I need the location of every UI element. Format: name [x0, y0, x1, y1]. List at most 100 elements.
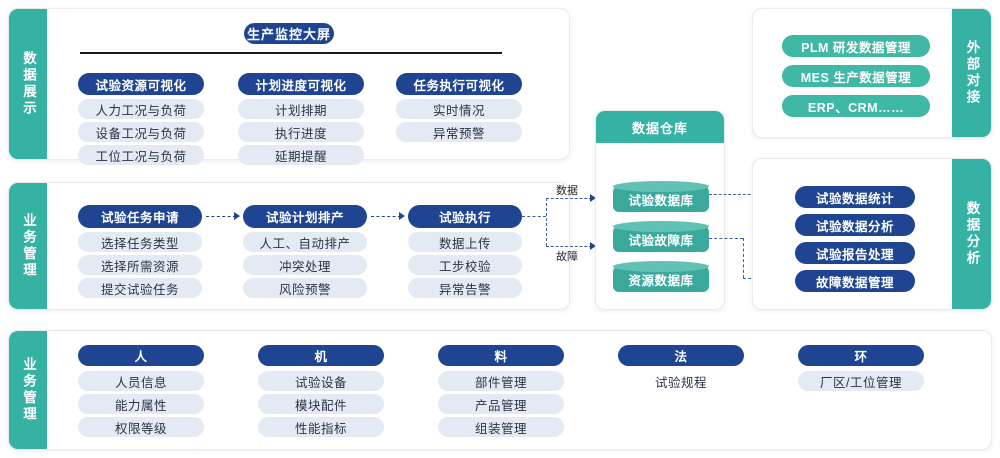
flow-item-schedule-2[interactable]: 冲突处理: [243, 255, 367, 275]
flow-arrow-line-2: [371, 216, 401, 217]
sidebar-label-data-display: 数据展示: [9, 9, 47, 159]
display-item-resource-2[interactable]: 设备工况与负荷: [78, 122, 204, 142]
production-monitoring-title-pill[interactable]: 生产监控大屏: [244, 23, 334, 44]
display-item-task-1[interactable]: 实时情况: [396, 99, 522, 119]
analysis-item-statistics-text: 试验数据统计: [815, 191, 894, 206]
sidebar-label-data-display-text: 数据展示: [20, 51, 36, 117]
database-test-fault[interactable]: 试验故障库: [613, 221, 709, 252]
analysis-item-fault-management[interactable]: 故障数据管理: [795, 270, 915, 292]
database-test-fault-text: 试验故障库: [628, 233, 694, 248]
analysis-item-report-text: 试验报告处理: [815, 247, 894, 262]
connector-label-data-text: 数据: [556, 185, 578, 197]
data-warehouse-title: 数据仓库: [631, 120, 688, 136]
display-item-plan-3-text: 延期提醒: [274, 149, 327, 164]
master-item-material-3[interactable]: 组装管理: [438, 417, 564, 437]
analysis-item-analysis[interactable]: 试验数据分析: [795, 214, 915, 236]
connector-label-fault: 故障: [556, 248, 578, 264]
display-item-task-2[interactable]: 异常预警: [396, 122, 522, 142]
analysis-item-report[interactable]: 试验报告处理: [795, 242, 915, 264]
database-test-data[interactable]: 试验数据库: [613, 181, 709, 212]
master-column-header-method[interactable]: 法: [618, 345, 744, 366]
sidebar-label-business-master: 业务管理: [9, 331, 47, 449]
master-item-environment-1[interactable]: 厂区/工位管理: [798, 371, 924, 391]
flow-item-apply-2[interactable]: 选择所需资源: [78, 255, 202, 275]
master-item-machine-1-text: 试验设备: [294, 375, 347, 390]
warehouse-branch-data-line: [546, 198, 592, 199]
master-item-method-1[interactable]: 试验规程: [618, 371, 744, 391]
sidebar-label-data-analysis: 数据分析: [952, 159, 991, 309]
external-item-mes[interactable]: MES 生产数据管理: [782, 65, 930, 87]
flow-stage-header-execute[interactable]: 试验执行: [408, 205, 522, 228]
flow-item-execute-3[interactable]: 异常告警: [408, 278, 522, 298]
flow-item-apply-2-text: 选择所需资源: [100, 259, 179, 274]
database-test-data-text: 试验数据库: [628, 193, 694, 208]
master-item-machine-3[interactable]: 性能指标: [258, 417, 384, 437]
master-item-people-2[interactable]: 能力属性: [78, 394, 204, 414]
flow-item-execute-2[interactable]: 工步校验: [408, 255, 522, 275]
master-item-machine-2-text: 模块配件: [294, 398, 347, 413]
display-item-resource-2-text: 设备工况与负荷: [95, 126, 187, 141]
display-item-plan-1[interactable]: 计划排期: [238, 99, 364, 119]
warehouse-to-analysis-fault-line: [709, 238, 743, 239]
flow-stage-header-apply-text: 试验任务申请: [100, 211, 179, 225]
flow-item-execute-1[interactable]: 数据上传: [408, 232, 522, 252]
master-item-material-2[interactable]: 产品管理: [438, 394, 564, 414]
master-item-people-1[interactable]: 人员信息: [78, 371, 204, 391]
master-column-header-people-text: 人: [134, 350, 148, 364]
display-column-header-plan[interactable]: 计划进度可视化: [238, 73, 364, 95]
master-item-machine-2[interactable]: 模块配件: [258, 394, 384, 414]
flow-stage-header-apply[interactable]: 试验任务申请: [78, 205, 202, 228]
master-column-header-environment[interactable]: 环: [798, 345, 924, 366]
master-column-header-machine[interactable]: 机: [258, 345, 384, 366]
connector-label-data: 数据: [556, 182, 578, 198]
external-item-erp-crm[interactable]: ERP、CRM……: [782, 95, 930, 117]
flow-item-schedule-3[interactable]: 风险预警: [243, 278, 367, 298]
master-column-header-people[interactable]: 人: [78, 345, 204, 366]
display-item-resource-1-text: 人力工况与负荷: [95, 103, 187, 118]
display-column-header-resource-text: 试验资源可视化: [95, 78, 187, 93]
master-column-header-material[interactable]: 料: [438, 345, 564, 366]
display-column-header-plan-text: 计划进度可视化: [255, 78, 347, 93]
master-column-header-machine-text: 机: [314, 350, 328, 364]
master-item-material-2-text: 产品管理: [474, 398, 527, 413]
display-column-header-task[interactable]: 任务执行可视化: [396, 73, 522, 95]
sidebar-label-business-master-text: 业务管理: [20, 357, 36, 423]
execute-to-warehouse-trunk: [522, 216, 546, 217]
master-item-material-1-text: 部件管理: [474, 375, 527, 390]
external-item-plm[interactable]: PLM 研发数据管理: [782, 35, 930, 57]
analysis-fault-vertical: [743, 238, 744, 278]
display-column-header-resource[interactable]: 试验资源可视化: [78, 73, 204, 95]
flow-item-schedule-1[interactable]: 人工、自动排产: [243, 232, 367, 252]
display-item-resource-1[interactable]: 人力工况与负荷: [78, 99, 204, 119]
database-resource-data[interactable]: 资源数据库: [613, 261, 709, 292]
external-item-plm-text: PLM 研发数据管理: [801, 40, 911, 55]
warehouse-branch-fault-arrow: [590, 242, 596, 250]
master-item-machine-3-text: 性能指标: [294, 421, 347, 436]
master-item-material-3-text: 组装管理: [474, 421, 527, 436]
master-item-people-2-text: 能力属性: [114, 398, 167, 413]
flow-item-apply-3[interactable]: 提交试验任务: [78, 278, 202, 298]
flow-arrow-head-2: [399, 212, 405, 220]
display-column-header-task-text: 任务执行可视化: [413, 78, 505, 93]
flow-stage-header-execute-text: 试验执行: [438, 211, 491, 225]
display-item-plan-3[interactable]: 延期提醒: [238, 145, 364, 165]
master-column-header-method-text: 法: [674, 350, 688, 364]
master-item-machine-1[interactable]: 试验设备: [258, 371, 384, 391]
sidebar-label-external: 外部对接: [952, 9, 991, 137]
flow-arrow-head-1: [234, 212, 240, 220]
analysis-item-analysis-text: 试验数据分析: [815, 219, 894, 234]
flow-item-apply-1[interactable]: 选择任务类型: [78, 232, 202, 252]
flow-arrow-line-1: [206, 216, 236, 217]
analysis-item-statistics[interactable]: 试验数据统计: [795, 186, 915, 208]
flow-item-schedule-2-text: 冲突处理: [278, 259, 331, 274]
external-item-erp-crm-text: ERP、CRM……: [807, 100, 905, 115]
database-resource-data-text: 资源数据库: [628, 273, 694, 288]
connector-label-fault-text: 故障: [556, 251, 578, 263]
flow-stage-header-schedule[interactable]: 试验计划排产: [243, 205, 367, 228]
display-item-plan-2[interactable]: 执行进度: [238, 122, 364, 142]
master-item-material-1[interactable]: 部件管理: [438, 371, 564, 391]
warehouse-to-analysis-data-line: [709, 194, 765, 195]
master-item-people-3[interactable]: 权限等级: [78, 417, 204, 437]
display-item-resource-3[interactable]: 工位工况与负荷: [78, 145, 204, 165]
